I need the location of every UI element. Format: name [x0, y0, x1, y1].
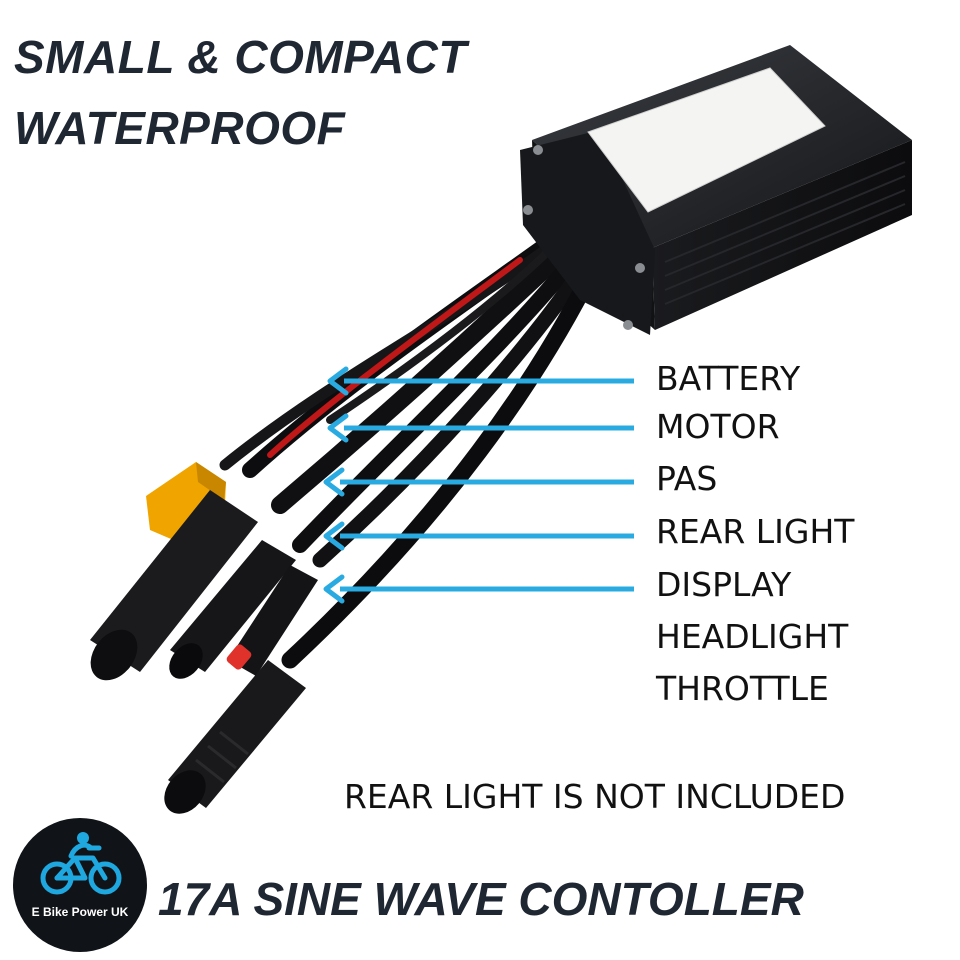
- motor-connector: [90, 490, 258, 681]
- rear-light-connector: [226, 565, 318, 676]
- arrow-battery: [327, 366, 634, 396]
- pas-connector: [169, 540, 296, 679]
- bicycle-rider-icon: [40, 832, 122, 895]
- controller-box: [520, 45, 912, 335]
- label-rear-light: REAR LIGHT: [656, 512, 855, 551]
- logo-text: E Bike Power UK: [31, 905, 129, 919]
- cable-bundle: [219, 227, 609, 669]
- label-display: DISPLAY: [656, 565, 792, 604]
- label-throttle: THROTTLE: [656, 669, 829, 708]
- brand-logo: E Bike Power UK: [13, 818, 147, 952]
- display-connector: [164, 660, 306, 814]
- rear-light-note: REAR LIGHT IS NOT INCLUDED: [344, 777, 846, 816]
- arrow-motor: [327, 413, 634, 443]
- arrow-display: [323, 574, 634, 604]
- headline-line-2: WATERPROOF: [14, 102, 346, 154]
- headline-line-1: SMALL & COMPACT: [14, 31, 467, 83]
- label-battery: BATTERY: [656, 359, 801, 398]
- label-headlight: HEADLIGHT: [656, 617, 849, 656]
- arrow-pas: [323, 467, 634, 497]
- arrow-rear-light: [323, 521, 634, 551]
- label-pas: PAS: [656, 459, 718, 498]
- product-title: 17A SINE WAVE CONTOLLER: [158, 873, 804, 925]
- label-motor: MOTOR: [656, 407, 780, 446]
